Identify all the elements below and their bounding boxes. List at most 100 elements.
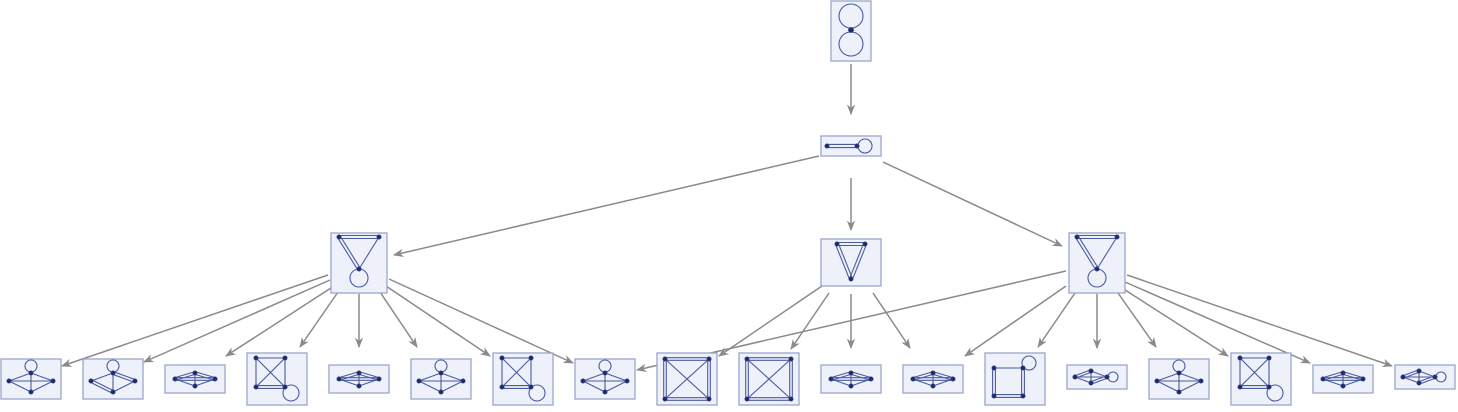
graph-edge <box>338 371 359 379</box>
graph-edge <box>1074 376 1092 384</box>
graph-complete-four-double <box>662 356 712 402</box>
graph-vertex <box>744 396 750 402</box>
edge-l2b-to-l3_12 <box>872 292 911 349</box>
graph-vertex <box>1320 376 1326 382</box>
graph-diamond-with-loop <box>580 359 630 395</box>
graph-vertex <box>1088 380 1094 386</box>
graph-vertex <box>499 384 505 390</box>
graph-vertex <box>580 378 586 384</box>
node-l3_13 <box>984 352 1046 406</box>
graph-square-double-with-loop <box>991 355 1037 399</box>
graph-vertex <box>1360 376 1366 382</box>
graph-edge <box>8 372 32 382</box>
edge-layer <box>61 64 1393 372</box>
graph-loop <box>528 384 546 402</box>
graph-diamond-with-loop <box>6 359 56 395</box>
graph-vertex <box>1237 355 1243 361</box>
edge-l2a-to-l3_02 <box>143 279 331 363</box>
graph-vertex <box>950 376 956 382</box>
graph-vertex <box>438 389 444 395</box>
graph-vertex <box>930 383 936 389</box>
node-box <box>330 232 388 294</box>
graph-vertex <box>376 234 382 240</box>
graph-vertex <box>706 356 712 362</box>
graph-vertex <box>706 396 712 402</box>
graph-complete-four-with-loop <box>253 355 300 402</box>
graph-edge <box>501 357 532 388</box>
graph-vertex <box>854 143 860 149</box>
graph-complete-four-double <box>744 356 794 402</box>
graph-diamond-double-edges <box>336 370 382 389</box>
edge-l2a-to-l3_04 <box>299 291 339 348</box>
graph-edge <box>746 358 792 400</box>
graph-vertex <box>356 383 362 389</box>
node-l2a <box>330 232 388 294</box>
graph-vertex <box>253 384 259 390</box>
edge-l2c-to-l3_18 <box>1126 274 1393 367</box>
graph-diamond-double-edges <box>172 370 218 389</box>
graph-edge <box>1077 235 1099 269</box>
node-l3_04 <box>246 352 308 406</box>
graph-vertex <box>602 389 608 395</box>
graph-vertex <box>1416 368 1422 374</box>
graph-vertex <box>192 370 198 376</box>
graph-edge <box>112 373 135 383</box>
graph-triangle-double-edge-loop <box>1074 234 1120 288</box>
graph-vertex <box>282 355 288 361</box>
node-l3_10 <box>738 352 800 406</box>
node-l3_03 <box>164 364 226 394</box>
graph-edge <box>418 372 442 382</box>
graph-vertex <box>1020 393 1026 399</box>
graph-edge <box>255 357 286 388</box>
node-root <box>830 0 872 62</box>
graph-diamond-double-edges <box>1320 370 1366 389</box>
graph-edge <box>359 371 380 379</box>
graph-vertex <box>1198 378 1204 384</box>
graph-diamond-with-loop-double <box>88 359 138 395</box>
graph-vertex <box>499 355 505 361</box>
node-l3_18 <box>1394 364 1456 390</box>
graph-vertex <box>1104 374 1110 380</box>
graph-diamond-with-loop <box>416 359 466 395</box>
graph-edge <box>337 237 359 271</box>
graph-vertex <box>356 370 362 376</box>
graph-vertex <box>1088 368 1094 374</box>
graph-vertex <box>1072 374 1078 380</box>
graph-vertex <box>848 276 854 282</box>
graph-vertex <box>991 365 997 371</box>
graph-edge <box>851 371 872 379</box>
graph-vertex <box>824 143 830 149</box>
graph-double-edge-with-loop <box>824 138 873 154</box>
graph-vertex <box>28 370 34 376</box>
graph-vertex <box>868 376 874 382</box>
graph-loop <box>1266 384 1284 402</box>
graph-complete-four-with-loop <box>1237 355 1284 402</box>
graph-vertex <box>172 376 178 382</box>
graph-edge <box>113 371 136 381</box>
graph-edge <box>1402 369 1419 377</box>
graph-vertex <box>1266 355 1272 361</box>
node-l3_05 <box>328 364 390 394</box>
graph-vertex <box>602 370 608 376</box>
node-l3_08 <box>574 358 636 400</box>
node-l3_14 <box>1066 364 1128 390</box>
edge-l2a-to-l3_01 <box>61 274 329 367</box>
graph-edge <box>30 380 54 393</box>
graph-diamond-with-side-loop <box>1400 368 1447 386</box>
graph-triangle-double-edge-loop <box>336 234 382 288</box>
graph-vertex <box>1114 234 1120 240</box>
graph-vertex <box>438 370 444 376</box>
node-l3_07 <box>492 352 554 406</box>
graph-edge <box>604 372 628 382</box>
graph-edge <box>1239 357 1270 388</box>
edge-l1-to-l2c <box>882 161 1063 247</box>
node-l3_16 <box>1230 352 1292 406</box>
graph-vertex <box>1340 370 1346 376</box>
graph-vertex <box>88 378 94 384</box>
edge-l2a-to-l3_03 <box>225 285 335 357</box>
graph-edge <box>1419 377 1436 385</box>
graph-edge <box>664 358 710 400</box>
graph-vertex <box>848 383 854 389</box>
edge-l2c-to-l3_12 <box>964 285 1067 357</box>
